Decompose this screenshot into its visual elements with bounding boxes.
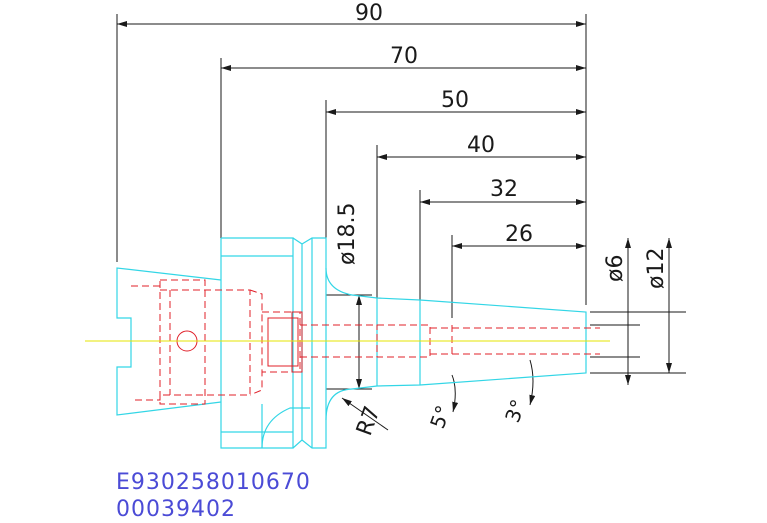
part-code-line1: E930258010670 — [116, 470, 311, 495]
holder-outline — [116, 237, 587, 449]
screw-detail — [176, 311, 303, 373]
dim-90-label: 90 — [355, 1, 383, 26]
hidden-lines — [131, 279, 600, 405]
dimension-lines — [116, 14, 686, 431]
dim-70-label: 70 — [390, 44, 418, 69]
dim-26-label: 26 — [505, 222, 533, 247]
dim-dia-6-label: ø6 — [603, 255, 628, 282]
dim-32-label: 32 — [490, 177, 518, 202]
dim-angle-3-label: 3° — [500, 396, 530, 426]
part-code-line2: 00039402 — [116, 497, 236, 522]
dim-angle-5-label: 5° — [425, 402, 455, 432]
dim-50-label: 50 — [441, 88, 469, 113]
dim-dia-18-5-label: ø18.5 — [335, 203, 360, 265]
dim-40-label: 40 — [467, 133, 495, 158]
dim-dia-12-label: ø12 — [644, 248, 669, 289]
